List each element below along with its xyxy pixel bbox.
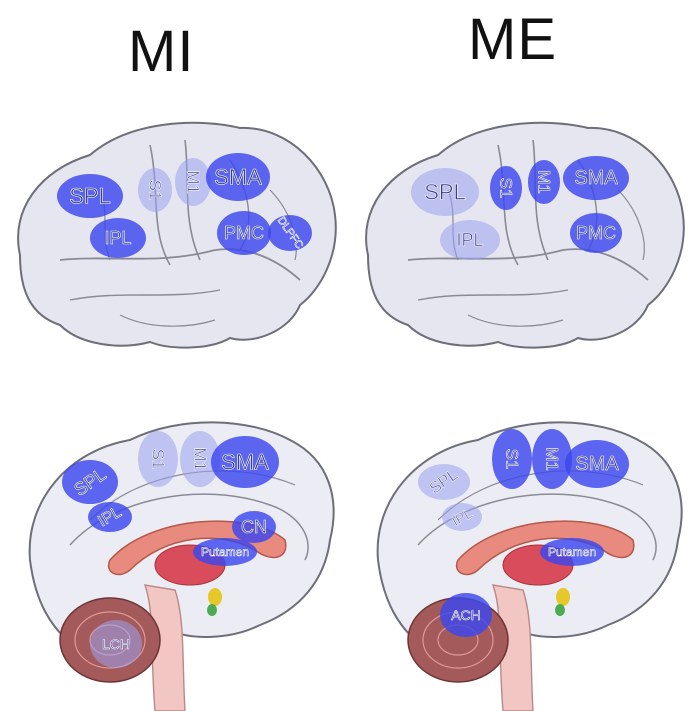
region-label: Putamen	[201, 545, 249, 559]
region-m1-me-lateral: M1	[528, 160, 560, 204]
region-label: Putamen	[548, 545, 596, 559]
region-label: S1	[146, 180, 165, 201]
region-label: M1	[543, 447, 562, 471]
region-label: SMA	[221, 450, 269, 475]
region-s1-me-lateral: S1	[490, 166, 522, 210]
region-pmc-me-lateral: PMC	[570, 213, 622, 253]
region-label: SMA	[574, 167, 618, 189]
region-label: M1	[191, 447, 210, 471]
region-dlpfc-mi-lateral: DLPFC	[268, 215, 312, 251]
region-m1-mi-lateral: M1	[175, 158, 211, 206]
region-label: SPL	[69, 184, 111, 209]
region-label: S1	[503, 449, 522, 470]
region-spl-mi-lateral: SPL	[57, 174, 123, 218]
region-label: S1	[497, 178, 516, 199]
region-label: IPL	[456, 230, 483, 250]
region-cn-mi-medial: CN	[232, 511, 276, 543]
region-spl-me-medial: SPL	[418, 464, 470, 500]
region-ipl-mi-medial: IPL	[88, 502, 132, 532]
region-label: M1	[535, 170, 554, 194]
region-ipl-me-lateral: IPL	[440, 220, 500, 260]
region-label: S1	[149, 449, 168, 470]
region-label: SMA	[214, 165, 262, 190]
region-label: IPL	[104, 228, 131, 248]
region-label: PMC	[224, 223, 264, 243]
region-spl-mi-medial: SPL	[62, 460, 118, 504]
region-label: SPL	[424, 180, 466, 205]
region-sma-mi-medial: SMA	[211, 436, 279, 488]
lateral-brain-me	[366, 123, 684, 348]
region-s1-mi-medial: S1	[138, 431, 178, 487]
region-label: M1	[184, 170, 203, 194]
region-pmc-mi-lateral: PMC	[217, 211, 271, 255]
region-label: ACH	[451, 607, 481, 623]
region-sma-me-medial: SMA	[565, 440, 629, 488]
region-putamen-mi-medial: Putamen	[193, 538, 257, 566]
region-sma-me-lateral: SMA	[563, 156, 629, 200]
region-ach-me-medial: ACH	[440, 593, 492, 637]
region-ipl-mi-lateral: IPL	[90, 218, 146, 258]
region-lch-mi-medial: LCH	[90, 620, 142, 668]
region-sma-mi-lateral: SMA	[206, 153, 270, 201]
region-label: LCH	[102, 636, 130, 652]
region-spl-me-lateral: SPL	[411, 168, 479, 216]
region-label: CN	[241, 517, 267, 537]
region-label: PMC	[576, 223, 616, 243]
region-label: SMA	[575, 453, 619, 475]
region-putamen-me-medial: Putamen	[540, 538, 604, 566]
region-ipl-me-medial: IPL	[442, 503, 482, 531]
region-s1-me-medial: S1	[492, 429, 532, 489]
region-s1-mi-lateral: S1	[138, 168, 172, 212]
